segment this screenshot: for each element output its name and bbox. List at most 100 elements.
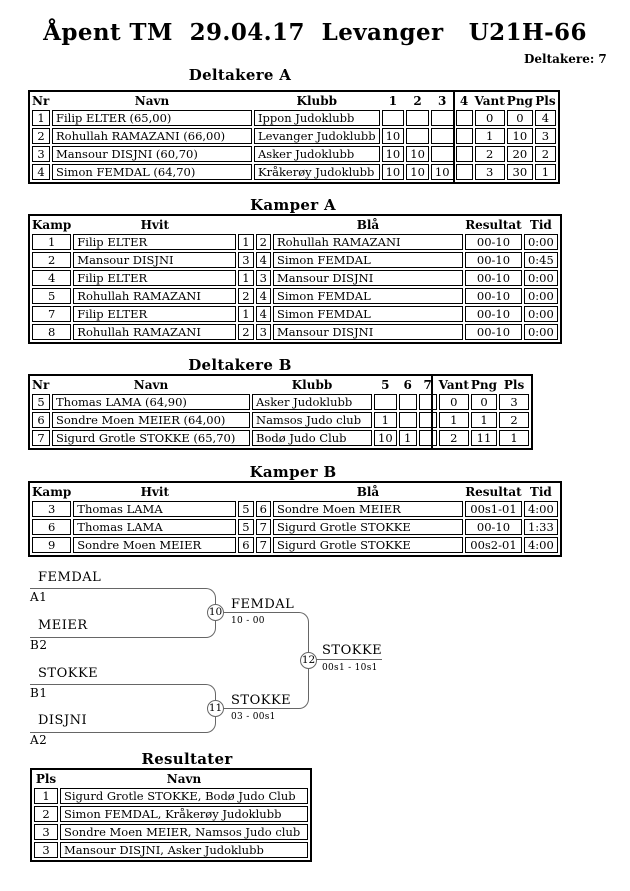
cell: Mansour DISJNI (60,70) (52, 146, 252, 162)
cell: Mansour DISJNI (73, 252, 237, 268)
cell: Rohullah RAMAZANI (272, 234, 463, 250)
cell (455, 164, 473, 180)
cell: Rohullah RAMAZANI (73, 288, 237, 304)
cell: Sondre Moen MEIER (64,00) (52, 412, 250, 428)
cell: Asker Judoklubb (254, 146, 380, 162)
cell: Sigurd Grotle STOKKE, Bodø Judo Club (60, 788, 308, 804)
cell: Simon FEMDAL (272, 306, 463, 322)
header-cell: Hvit (140, 218, 169, 232)
header-cell (256, 218, 271, 232)
header-cell (238, 485, 253, 499)
cell: 00s2-01 (464, 537, 522, 553)
cell (406, 128, 429, 144)
cell: 2 (32, 128, 50, 144)
cell: 10 (406, 164, 429, 180)
bracket-entry-seed: B2 (30, 638, 48, 652)
header-cell (256, 485, 271, 499)
cell: 0:00 (523, 270, 558, 286)
cell: 10 (506, 128, 533, 144)
cell: 4:00 (523, 501, 558, 517)
cell: Mansour DISJNI (272, 324, 463, 340)
cell: 3 (534, 128, 556, 144)
cell: 0 (438, 394, 469, 410)
bracket-entry-name: FEMDAL (38, 570, 102, 585)
cell: Asker Judoklubb (252, 394, 372, 410)
cell: Mansour DISJNI (272, 270, 463, 286)
cell: 2 (238, 288, 254, 304)
cell: Simon FEMDAL (64,70) (52, 164, 252, 180)
cell: 2 (34, 806, 58, 822)
cell: Sondre Moen MEIER (73, 537, 237, 553)
cell (374, 394, 397, 410)
page-title: Åpent TM 29.04.17 Levanger U21H-66 (43, 19, 587, 46)
header-cell: 2 (413, 94, 422, 108)
cell: 00-10 (464, 324, 522, 340)
cell: Filip ELTER (73, 270, 237, 286)
cell (381, 110, 405, 126)
cell: Simon FEMDAL (272, 252, 463, 268)
header-cell: Kamp (32, 218, 72, 232)
cell (455, 128, 473, 144)
header-cell: Hvit (140, 485, 169, 499)
cell: Rohullah RAMAZANI (73, 324, 237, 340)
cell: 3 (32, 501, 72, 517)
cell: Thomas LAMA (64,90) (52, 394, 250, 410)
cell: Sigurd Grotle STOKKE (272, 537, 463, 553)
bracket-match-score: 00s1 - 10s1 (322, 663, 378, 673)
cell: 4 (534, 110, 556, 126)
cell: Filip ELTER (73, 234, 237, 250)
cell: 1 (238, 306, 254, 322)
header-cell: Nr (32, 378, 50, 392)
cell: Simon FEMDAL, Kråkerøy Judoklubb (60, 806, 308, 822)
participants-count: Deltakere: 7 (524, 52, 607, 66)
cell: 7 (32, 430, 50, 446)
header-cell: Pls (503, 378, 525, 392)
cell: 0:45 (523, 252, 558, 268)
bracket-match-score: 03 - 00s1 (231, 712, 276, 722)
vant-divider-line-a (453, 90, 455, 182)
header-cell: 6 (403, 378, 412, 392)
header-cell: Png (470, 378, 498, 392)
cell: 3 (34, 824, 58, 840)
cell (418, 412, 437, 428)
heading-kamper-a: Kamper A (250, 196, 336, 214)
cell: 3 (32, 146, 50, 162)
bracket-entry-seed: A2 (30, 733, 48, 747)
cell: 1 (238, 234, 254, 250)
bracket-final-line (316, 659, 382, 660)
cell: 1 (374, 412, 397, 428)
cell: 2 (534, 146, 556, 162)
header-cell: 3 (438, 94, 447, 108)
cell: 3 (238, 252, 254, 268)
cell: 6 (238, 537, 254, 553)
cell: 5 (238, 501, 254, 517)
heading-resultater: Resultater (141, 750, 233, 768)
cell: 1 (499, 430, 530, 446)
cell: 0:00 (523, 234, 558, 250)
cell: 8 (32, 324, 72, 340)
bracket-entry-name: STOKKE (38, 666, 99, 681)
header-cell: Resultat (465, 485, 522, 499)
cell (398, 394, 417, 410)
cell: 0:00 (523, 306, 558, 322)
cell: Sondre Moen MEIER (272, 501, 463, 517)
header-cell: Pls (535, 94, 556, 108)
cell: Simon FEMDAL (272, 288, 463, 304)
header-cell: Png (506, 94, 533, 108)
bracket-entry-seed: A1 (30, 590, 48, 604)
cell: 2 (238, 324, 254, 340)
